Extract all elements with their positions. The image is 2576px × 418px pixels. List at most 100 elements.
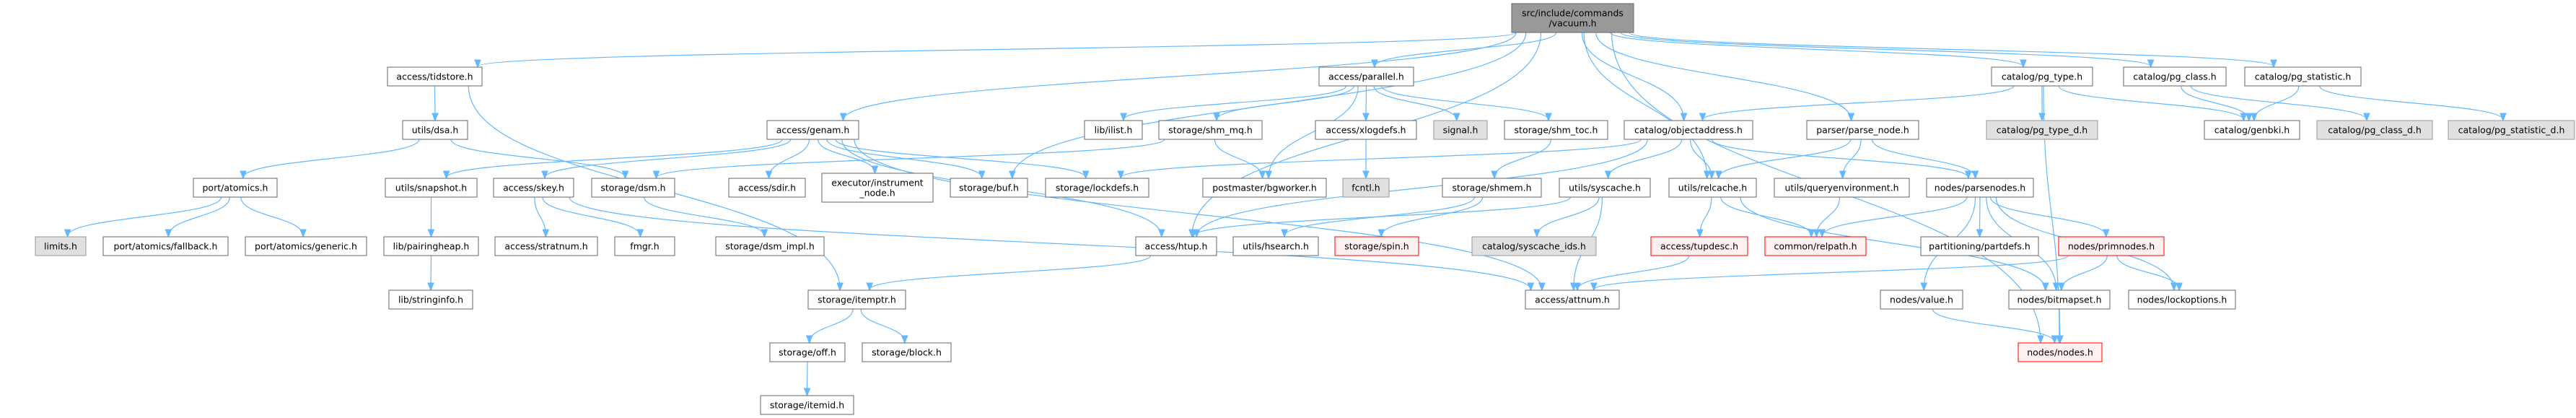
- node-parse_node[interactable]: parser/parse_node.h: [1806, 120, 1919, 140]
- node-shm_mq[interactable]: storage/shm_mq.h: [1158, 120, 1263, 140]
- node-sdir[interactable]: access/sdir.h: [728, 178, 806, 198]
- node-partdefs[interactable]: partitioning/partdefs.h: [1920, 236, 2039, 256]
- node-off[interactable]: storage/off.h: [769, 342, 846, 362]
- node-queryenv[interactable]: utils/queryenvironment.h: [1774, 178, 1910, 198]
- node-label: utils/dsa.h: [412, 125, 459, 136]
- node-label: access/attnum.h: [1535, 295, 1610, 305]
- node-box: [1334, 236, 1419, 256]
- node-fmgr[interactable]: fmgr.h: [614, 236, 675, 256]
- node-relcache[interactable]: utils/relcache.h: [1668, 178, 1757, 198]
- edge-dsm-to-dsm_impl: [644, 196, 765, 236]
- node-shm_toc[interactable]: storage/shm_toc.h: [1504, 120, 1608, 140]
- node-ilist[interactable]: lib/ilist.h: [1084, 120, 1143, 140]
- node-spin[interactable]: storage/spin.h: [1334, 236, 1419, 256]
- node-tidstore[interactable]: access/tidstore.h: [387, 66, 483, 87]
- node-syscache[interactable]: utils/syscache.h: [1559, 178, 1651, 198]
- node-xlogdefs[interactable]: access/xlogdefs.h: [1315, 120, 1417, 140]
- edge-pg_class-to-genbki: [2180, 85, 2249, 120]
- node-parallel[interactable]: access/parallel.h: [1318, 66, 1414, 87]
- node-itemptr[interactable]: storage/itemptr.h: [807, 289, 906, 310]
- node-block[interactable]: storage/block.h: [862, 342, 952, 362]
- node-box: [1342, 178, 1390, 198]
- node-buf[interactable]: storage/buf.h: [950, 178, 1028, 198]
- node-box: [383, 236, 479, 256]
- edge-objectaddress-to-lockdefs: [1121, 139, 1642, 178]
- node-lockdefs[interactable]: storage/lockdefs.h: [1045, 178, 1149, 198]
- node-box: [1511, 3, 1634, 33]
- node-box: [193, 178, 278, 198]
- node-label: /vacuum.h: [1548, 18, 1596, 29]
- node-bitmapset[interactable]: nodes/bitmapset.h: [2008, 289, 2111, 310]
- node-genam[interactable]: access/genam.h: [766, 120, 859, 140]
- edge-shm_toc-to-shmem: [1494, 139, 1551, 178]
- node-shmem[interactable]: storage/shmem.h: [1442, 178, 1542, 198]
- node-stratnum[interactable]: access/stratnum.h: [494, 236, 598, 256]
- node-box: [1202, 178, 1327, 198]
- node-label: port/atomics/generic.h: [255, 241, 357, 252]
- edges-layer: [68, 32, 2503, 395]
- node-box: [862, 342, 952, 362]
- node-box: [1650, 236, 1748, 256]
- node-box: [1668, 178, 1757, 198]
- node-box: [2316, 120, 2433, 140]
- node-label: catalog/objectaddress.h: [1634, 125, 1743, 136]
- node-itemid[interactable]: storage/itemid.h: [760, 395, 854, 415]
- node-label: access/stratnum.h: [504, 241, 587, 252]
- node-atomics[interactable]: port/atomics.h: [193, 178, 278, 198]
- node-bgworker[interactable]: postmaster/bgworker.h: [1202, 178, 1327, 198]
- node-pg_class_d: catalog/pg_class_d.h: [2316, 120, 2433, 140]
- node-label: lib/stringinfo.h: [398, 295, 463, 305]
- node-hsearch[interactable]: utils/hsearch.h: [1232, 236, 1319, 256]
- node-dsm[interactable]: storage/dsm.h: [591, 178, 675, 198]
- node-genbki[interactable]: catalog/genbki.h: [2204, 120, 2300, 140]
- edge-root-to-pg_type: [1609, 32, 2023, 66]
- node-pg_type[interactable]: catalog/pg_type.h: [1991, 66, 2093, 87]
- node-dsm_impl[interactable]: storage/dsm_impl.h: [715, 236, 825, 256]
- edge-atomics-to-limits: [68, 196, 222, 236]
- node-box: [1318, 66, 1414, 87]
- node-box: [1232, 236, 1319, 256]
- node-attnum[interactable]: access/attnum.h: [1525, 289, 1620, 310]
- node-fallback[interactable]: port/atomics/fallback.h: [102, 236, 229, 256]
- node-label: nodes/bitmapset.h: [2018, 295, 2102, 305]
- node-nodes[interactable]: nodes/nodes.h: [2018, 342, 2103, 362]
- node-pairingheap[interactable]: lib/pairingheap.h: [383, 236, 479, 256]
- node-label: executor/instrument: [831, 178, 924, 188]
- node-box: [1442, 178, 1542, 198]
- node-skey[interactable]: access/skey.h: [493, 178, 574, 198]
- node-box: [1471, 236, 1597, 256]
- node-objectaddress[interactable]: catalog/objectaddress.h: [1624, 120, 1753, 140]
- node-label: storage/shm_toc.h: [1515, 125, 1598, 136]
- node-box: [387, 66, 483, 87]
- node-lockoptions[interactable]: nodes/lockoptions.h: [2128, 289, 2236, 310]
- node-box: [1084, 120, 1143, 140]
- edge-parsenodes-to-primnodes: [1989, 196, 2106, 236]
- node-relpath[interactable]: common/relpath.h: [1764, 236, 1867, 256]
- edge-root-to-pg_class: [1620, 32, 2150, 66]
- node-pg_statistic[interactable]: catalog/pg_statistic.h: [2244, 66, 2362, 87]
- edge-primnodes-to-bitmapset: [2062, 255, 2108, 289]
- node-value[interactable]: nodes/value.h: [1880, 289, 1963, 310]
- node-dsa[interactable]: utils/dsa.h: [402, 120, 468, 140]
- edge-root-to-parallel: [1375, 32, 1557, 66]
- node-snapshot[interactable]: utils/snapshot.h: [385, 178, 478, 198]
- node-tupdesc[interactable]: access/tupdesc.h: [1650, 236, 1748, 256]
- edge-objectaddress-to-syscache: [1608, 139, 1683, 178]
- node-instrument[interactable]: executor/instrument_node.h: [821, 173, 934, 203]
- node-pg_type_d: catalog/pg_type_d.h: [1986, 120, 2098, 140]
- edge-genam-to-sdir: [769, 139, 810, 178]
- node-parsenodes[interactable]: nodes/parsenodes.h: [1926, 178, 2034, 198]
- node-generic[interactable]: port/atomics/generic.h: [245, 236, 367, 256]
- edge-genam-to-instrument: [818, 139, 875, 173]
- node-label: storage/spin.h: [1344, 241, 1409, 252]
- node-label: access/tidstore.h: [396, 71, 473, 82]
- node-label: catalog/pg_type.h: [2002, 71, 2082, 82]
- node-primnodes[interactable]: nodes/primnodes.h: [2058, 236, 2165, 256]
- node-box: [821, 173, 934, 203]
- node-pg_class[interactable]: catalog/pg_class.h: [2123, 66, 2227, 87]
- node-label: utils/queryenvironment.h: [1784, 183, 1898, 193]
- node-stringinfo[interactable]: lib/stringinfo.h: [388, 289, 473, 310]
- node-root[interactable]: src/include/commands/vacuum.h: [1511, 3, 1634, 33]
- node-box: [1774, 178, 1910, 198]
- node-htup[interactable]: access/htup.h: [1135, 236, 1217, 256]
